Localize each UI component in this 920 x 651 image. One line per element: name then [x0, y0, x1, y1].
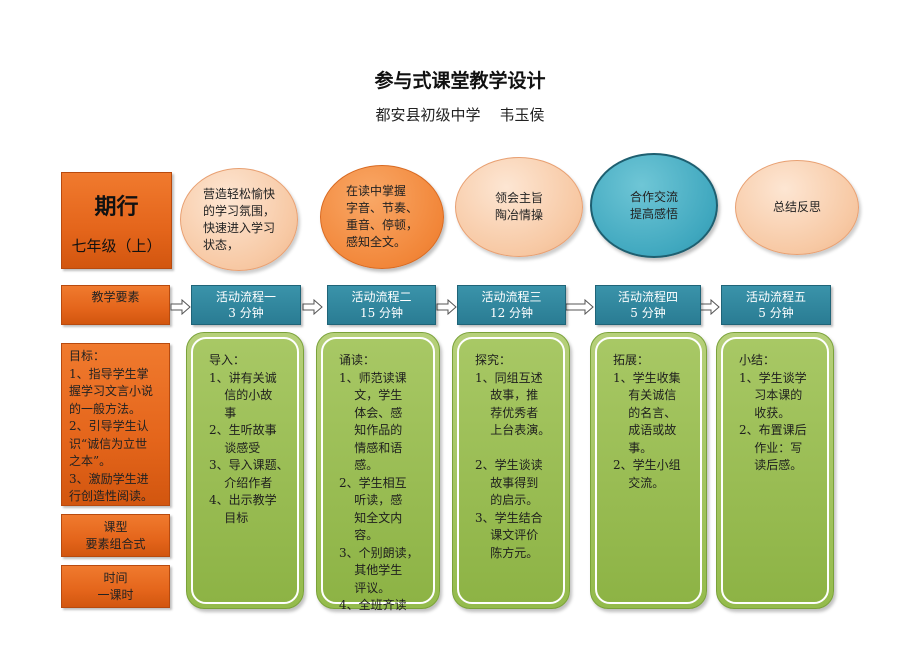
goal-ellipse-5-text: 总结反思 [772, 200, 821, 214]
grade-label: 七年级（上） [71, 237, 162, 255]
goal-ellipse-1-text: 营造轻松愉快 的学习氛围， 快速进入学习 状态， [202, 186, 275, 252]
objectives-box: 目标： 1、指导学生掌 握学习文言小说 的一般方法。 2、引导学生认 识“诚信为… [61, 343, 170, 506]
activity-column-2-text: 诵读： 1、师范读课 文，学生 体会、感 知作品的 情感和语 感。 2、学生相互… [339, 353, 419, 612]
lesson-time-box: 时间 一课时 [61, 565, 170, 608]
goal-ellipse-4-text: 合作交流 提高感悟 [629, 189, 678, 221]
flow-box-4: 活动流程四 5 分钟 [595, 285, 701, 325]
activity-column-5: 小结： 1、学生谈学 习本课的 收获。 2、布置课后 作业：写 读后感。 [716, 332, 834, 609]
activity-column-5-text: 小结： 1、学生谈学 习本课的 收获。 2、布置课后 作业：写 读后感。 [739, 353, 807, 472]
arrow-right-icon [170, 298, 191, 316]
arrow-right-icon [565, 298, 594, 316]
activity-column-3: 探究： 1、同组互述 故事，推 荐优秀者 上台表演。 2、学生谈读 故事得到 的… [452, 332, 570, 609]
teaching-elements-label: 教学要素 [61, 285, 170, 325]
activity-column-4: 拓展： 1、学生收集 有关诚信 的名言、 成语或故 事。 2、学生小组 交流。 [590, 332, 707, 609]
period-box: 期行 七年级（上） [61, 172, 172, 269]
flow-box-3: 活动流程三 12 分钟 [457, 285, 566, 325]
lesson-type-box: 课型 要素组合式 [61, 514, 170, 557]
flow-box-2: 活动流程二 15 分钟 [327, 285, 436, 325]
page-subtitle: 都安县初级中学 韦玉侯 [375, 106, 545, 124]
activity-column-1: 导入： 1、讲有关诚 信的小故 事 2、生听故事 谈感受 3、导入课题、 介绍作… [186, 332, 304, 609]
activity-column-3-text: 探究： 1、同组互述 故事，推 荐优秀者 上台表演。 2、学生谈读 故事得到 的… [475, 353, 551, 560]
activity-column-2: 诵读： 1、师范读课 文，学生 体会、感 知作品的 情感和语 感。 2、学生相互… [316, 332, 440, 612]
goal-ellipse-3-text: 领会主旨 陶冶情操 [494, 191, 543, 222]
arrow-right-icon [302, 298, 323, 316]
page-title: 参与式课堂教学设计 [374, 70, 546, 92]
goal-ellipse-2: 在读中掌握 字音、节奏、 重音、停顿， 感知全文。 [320, 165, 444, 269]
activity-column-4-text: 拓展： 1、学生收集 有关诚信 的名言、 成语或故 事。 2、学生小组 交流。 [613, 353, 681, 490]
arrow-right-icon [699, 298, 720, 316]
goal-ellipse-4: 合作交流 提高感悟 [590, 153, 718, 258]
flow-box-5: 活动流程五 5 分钟 [721, 285, 831, 325]
period-title: 期行 [94, 194, 139, 220]
activity-column-1-text: 导入： 1、讲有关诚 信的小故 事 2、生听故事 谈感受 3、导入课题、 介绍作… [209, 353, 289, 525]
goal-ellipse-2-text: 在读中掌握 字音、节奏、 重音、停顿， 感知全文。 [345, 184, 418, 249]
arrow-right-icon [436, 298, 457, 316]
flow-box-1: 活动流程一 3 分钟 [191, 285, 301, 325]
goal-ellipse-1: 营造轻松愉快 的学习氛围， 快速进入学习 状态， [180, 168, 298, 271]
goal-ellipse-5: 总结反思 [735, 160, 859, 255]
goal-ellipse-3: 领会主旨 陶冶情操 [455, 157, 583, 257]
